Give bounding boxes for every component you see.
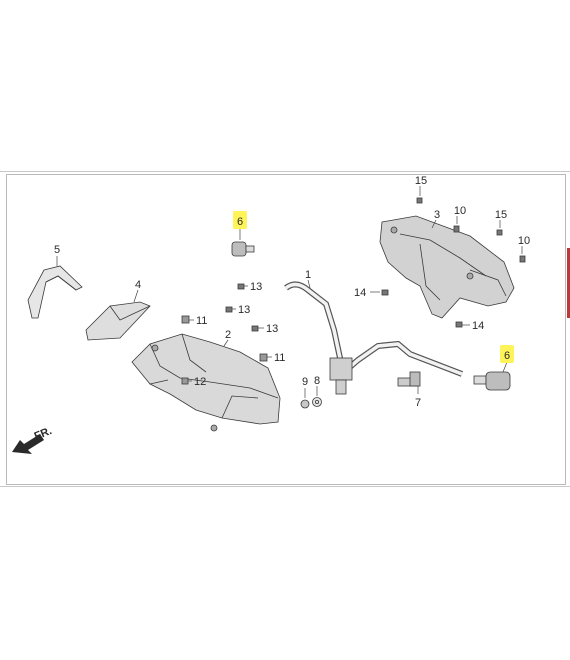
fr-direction-marker: FR. (12, 425, 54, 454)
part-6-bar-end-left (231, 241, 255, 257)
screw-13-b (225, 306, 233, 313)
part-8-washer (312, 397, 322, 407)
callout-11-a: 11 (196, 315, 207, 327)
part-6-bar-end-right (473, 371, 511, 391)
highlight-callout-6-left (233, 211, 247, 229)
diagram-border (6, 174, 566, 485)
callout-1: 1 (305, 269, 311, 281)
screw-13-c (251, 325, 259, 332)
callout-2: 2 (225, 329, 231, 341)
callout-7: 7 (415, 397, 421, 409)
screw-10-a (453, 225, 460, 233)
callout-13-b: 13 (238, 304, 250, 316)
callout-10-b: 10 (518, 235, 530, 247)
screw-14-a (381, 289, 389, 296)
screw-15-b (496, 229, 503, 236)
callout-13-c: 13 (266, 323, 278, 335)
part-5-front-cover (27, 265, 83, 319)
part-2-handlebar-cover (131, 333, 281, 432)
clip-12 (181, 377, 189, 385)
screw-10-b (519, 255, 526, 263)
callout-12: 12 (194, 376, 206, 388)
nut-11-b (259, 353, 268, 362)
direction-label: FR. (33, 425, 54, 443)
callout-11-b: 11 (274, 352, 285, 364)
callout-14-a: 14 (354, 287, 366, 299)
callout-6-left: 6 (237, 216, 243, 228)
leader-lines (56, 186, 523, 398)
callout-15-b: 15 (495, 209, 507, 221)
callout-14-b: 14 (472, 320, 484, 332)
screw-14-b (455, 321, 463, 328)
callout-13-a: 13 (250, 281, 262, 293)
nut-11-a (181, 315, 190, 324)
callout-4: 4 (135, 279, 141, 291)
callout-5: 5 (54, 244, 60, 256)
screw-15-a (416, 197, 423, 204)
callout-labels: 6 5 4 13 13 13 11 11 2 12 1 9 8 7 15 3 1… (54, 175, 530, 409)
diagram-frame (0, 171, 570, 487)
callout-10-a: 10 (454, 205, 466, 217)
callout-8: 8 (314, 375, 320, 387)
screw-13-a (237, 283, 245, 290)
part-1-handlebar-pipe (284, 281, 464, 395)
part-4-cover-panel (85, 301, 151, 341)
part-9-nut (300, 399, 310, 409)
highlight-callout-6-right (500, 345, 514, 363)
edge-accent (567, 248, 570, 318)
part-3-rear-cover (379, 215, 515, 319)
callout-6-right: 6 (504, 350, 510, 362)
callout-3: 3 (434, 209, 440, 221)
callout-15-a: 15 (415, 175, 427, 187)
arrow-left-down-icon (12, 434, 44, 454)
callout-9: 9 (302, 376, 308, 388)
part-7-bolt (397, 371, 421, 387)
